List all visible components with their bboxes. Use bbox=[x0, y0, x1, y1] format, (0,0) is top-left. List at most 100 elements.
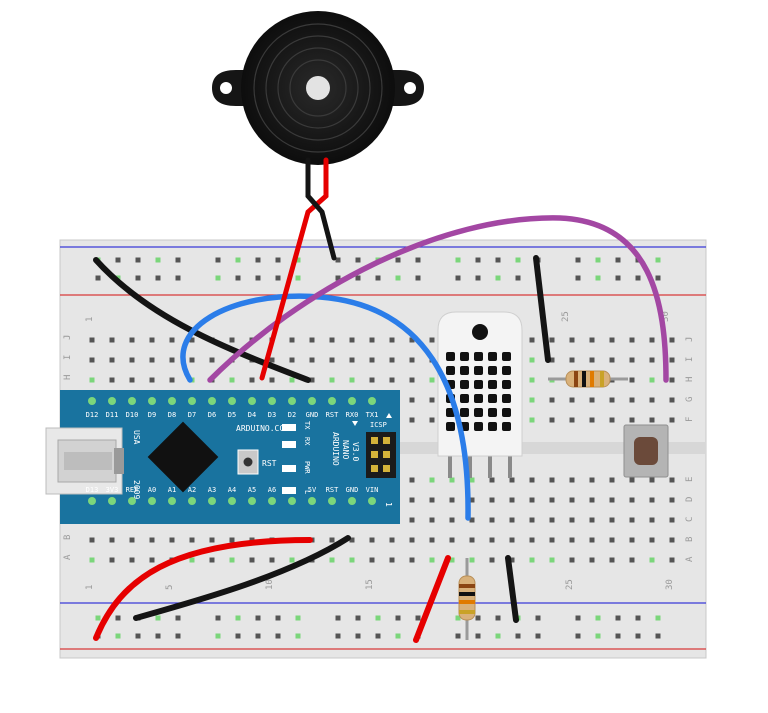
breadboard-hole bbox=[375, 615, 381, 621]
wire-black bbox=[133, 535, 351, 621]
dht-grille-slot bbox=[488, 380, 497, 389]
nano-pin bbox=[148, 397, 156, 405]
breadboard-hole bbox=[509, 517, 515, 523]
breadboard-hole bbox=[149, 357, 155, 363]
breadboard-hole bbox=[369, 537, 375, 543]
breadboard-hole bbox=[109, 537, 115, 543]
nano-model-text: NANO bbox=[341, 440, 350, 459]
breadboard-hole bbox=[209, 557, 215, 563]
row-letter: B bbox=[685, 537, 695, 542]
breadboard-hole bbox=[229, 377, 235, 383]
breadboard-hole bbox=[529, 557, 535, 563]
nano-pin bbox=[348, 497, 356, 505]
breadboard-hole bbox=[595, 615, 601, 621]
breadboard-hole bbox=[529, 337, 535, 343]
column-number: 30 bbox=[661, 311, 671, 322]
breadboard-hole bbox=[529, 517, 535, 523]
breadboard-hole bbox=[449, 557, 455, 563]
nano-pin bbox=[288, 397, 296, 405]
nano-pin bbox=[128, 497, 136, 505]
breadboard-hole bbox=[489, 557, 495, 563]
wire-black bbox=[533, 255, 551, 363]
icsp-pin bbox=[371, 437, 378, 444]
nano-year-text: 2009 bbox=[132, 480, 141, 499]
nano-pin bbox=[108, 497, 116, 505]
breadboard-hole bbox=[235, 615, 241, 621]
dht-grille-slot bbox=[446, 408, 455, 417]
breadboard-hole bbox=[469, 497, 475, 503]
nano-pin-label: A4 bbox=[228, 486, 236, 494]
breadboard-hole bbox=[575, 633, 581, 639]
wire-blue bbox=[180, 293, 471, 521]
breadboard-hole bbox=[515, 257, 521, 263]
resistor-vertical bbox=[458, 558, 476, 640]
breadboard-hole bbox=[489, 517, 495, 523]
resistor-band bbox=[600, 371, 604, 387]
breadboard-hole bbox=[449, 477, 455, 483]
breadboard-hole bbox=[495, 633, 501, 639]
breadboard-hole bbox=[455, 633, 461, 639]
dht-grille-slot bbox=[474, 408, 483, 417]
breadboard-hole bbox=[495, 257, 501, 263]
breadboard-hole bbox=[449, 537, 455, 543]
breadboard-hole bbox=[569, 337, 575, 343]
breadboard-hole bbox=[329, 337, 335, 343]
breadboard-hole bbox=[229, 557, 235, 563]
microcontroller-chip bbox=[147, 421, 219, 493]
breadboard-hole bbox=[255, 615, 261, 621]
breadboard-hole bbox=[669, 417, 675, 423]
breadboard-hole bbox=[309, 337, 315, 343]
nano-pin bbox=[288, 497, 296, 505]
breadboard-hole bbox=[669, 377, 675, 383]
breadboard-hole bbox=[409, 337, 415, 343]
dht-grille-slot bbox=[446, 352, 455, 361]
breadboard-hole bbox=[215, 633, 221, 639]
icsp-pin bbox=[383, 437, 390, 444]
nano-pin-label: D10 bbox=[126, 411, 139, 419]
nano-pin bbox=[268, 397, 276, 405]
breadboard-hole bbox=[609, 357, 615, 363]
breadboard-hole bbox=[589, 537, 595, 543]
nano-pin-label: D2 bbox=[288, 411, 296, 419]
breadboard-hole bbox=[495, 615, 501, 621]
breadboard-hole bbox=[489, 477, 495, 483]
row-letter: H bbox=[63, 375, 73, 380]
icsp-pin-one: 1 bbox=[384, 502, 393, 507]
nano-usa-text: USA bbox=[132, 430, 141, 445]
dht-grille-slot bbox=[488, 366, 497, 375]
breadboard-hole bbox=[549, 357, 555, 363]
nano-pin-label: A3 bbox=[208, 486, 216, 494]
breadboard-hole bbox=[469, 477, 475, 483]
row-letter: I bbox=[63, 355, 73, 360]
nano-pin-label: D8 bbox=[168, 411, 176, 419]
breadboard-hole bbox=[549, 477, 555, 483]
nano-pin bbox=[308, 497, 316, 505]
nano-pin-label: D13 bbox=[86, 486, 99, 494]
nano-pin bbox=[208, 497, 216, 505]
led-label: RX bbox=[303, 437, 311, 446]
breadboard-hole bbox=[275, 615, 281, 621]
row-letter: C bbox=[685, 517, 695, 522]
breadboard-hole bbox=[155, 615, 161, 621]
nano-pin bbox=[88, 397, 96, 405]
column-number: 10 bbox=[265, 579, 275, 590]
breadboard-hole bbox=[629, 497, 635, 503]
breadboard-hole bbox=[109, 357, 115, 363]
dht-grille-slot bbox=[460, 394, 469, 403]
breadboard-hole bbox=[669, 397, 675, 403]
breadboard-hole bbox=[89, 357, 95, 363]
dht-grille-slot bbox=[460, 352, 469, 361]
breadboard-hole bbox=[655, 633, 661, 639]
breadboard-hole bbox=[649, 477, 655, 483]
breadboard-hole bbox=[569, 477, 575, 483]
breadboard-hole bbox=[355, 633, 361, 639]
column-number: 25 bbox=[561, 311, 571, 322]
breadboard-hole bbox=[429, 417, 435, 423]
breadboard-hole bbox=[669, 477, 675, 483]
nano-pin bbox=[228, 497, 236, 505]
breadboard-hole bbox=[649, 397, 655, 403]
led-label: TX bbox=[303, 421, 311, 430]
nano-pin-label: RST bbox=[326, 486, 339, 494]
nano-pin-label: A0 bbox=[148, 486, 156, 494]
nano-pin-label: RX0 bbox=[346, 411, 359, 419]
